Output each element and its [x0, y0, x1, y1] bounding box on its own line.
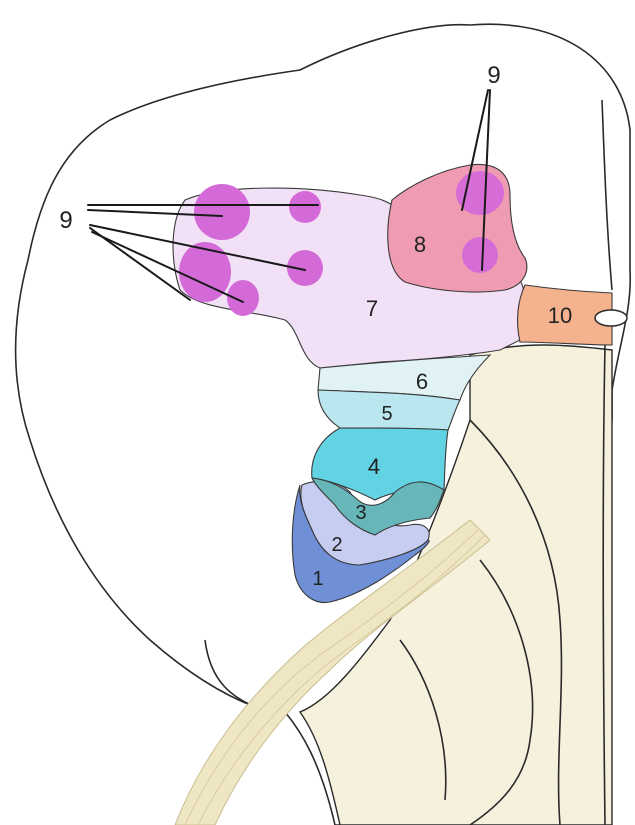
label-5: 5: [381, 403, 392, 425]
label-9-left: 9: [59, 207, 72, 234]
label-3: 3: [355, 502, 366, 524]
lamina-9-nucleus-e: [227, 280, 259, 316]
label-9-top: 9: [487, 62, 500, 89]
dorsal-sulcus: [602, 100, 612, 290]
central-canal: [595, 310, 627, 326]
label-10: 10: [548, 303, 572, 328]
lamina-9-nucleus-b: [289, 191, 321, 223]
label-4: 4: [368, 454, 380, 479]
label-1: 1: [312, 568, 323, 590]
label-8: 8: [414, 232, 426, 257]
lamina-9-nucleus-a: [194, 184, 250, 240]
lamina-9-nucleus-g: [462, 237, 498, 273]
label-6: 6: [416, 369, 428, 394]
lamina-8: [388, 164, 527, 292]
label-2: 2: [331, 534, 342, 556]
label-7: 7: [366, 296, 378, 321]
